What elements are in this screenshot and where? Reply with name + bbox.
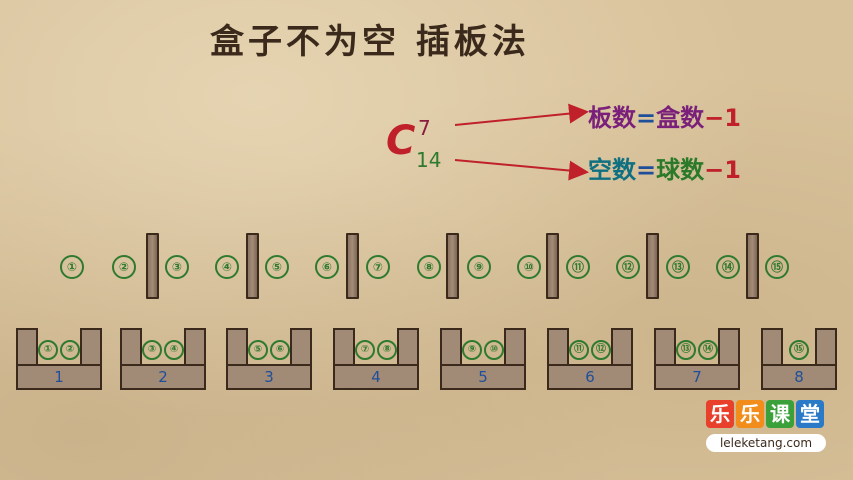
plank-3 bbox=[346, 233, 359, 299]
ball-15: ⑮ bbox=[765, 255, 789, 279]
logo-char: 乐 bbox=[736, 400, 764, 428]
formula2-eq: = bbox=[636, 156, 657, 184]
ball-14: ⑭ bbox=[716, 255, 740, 279]
combination-symbol: C bbox=[386, 118, 416, 164]
combination-subscript: 14 bbox=[416, 148, 442, 172]
ball-13: ⑬ bbox=[666, 255, 690, 279]
formula2-lhs: 空数 bbox=[588, 156, 636, 184]
box-number: 7 bbox=[654, 364, 740, 390]
formula2-minus: −1 bbox=[704, 156, 741, 184]
box-ball: ⑭ bbox=[698, 340, 718, 360]
ball-4: ④ bbox=[215, 255, 239, 279]
ball-1: ① bbox=[60, 255, 84, 279]
plank-2 bbox=[246, 233, 259, 299]
arrow-to-superscript bbox=[454, 103, 589, 126]
box-ball: ⑮ bbox=[789, 340, 809, 360]
box-number: 1 bbox=[16, 364, 102, 390]
box-number: 3 bbox=[226, 364, 312, 390]
ball-3: ③ bbox=[165, 255, 189, 279]
box-number: 4 bbox=[333, 364, 419, 390]
plank-7 bbox=[746, 233, 759, 299]
ball-8: ⑧ bbox=[417, 255, 441, 279]
box-number: 2 bbox=[120, 364, 206, 390]
plank-4 bbox=[446, 233, 459, 299]
formula1-rhs: 盒数 bbox=[656, 104, 705, 132]
box-ball: ⑬ bbox=[676, 340, 696, 360]
box-ball: ⑩ bbox=[484, 340, 504, 360]
formula1-eq: = bbox=[636, 104, 657, 132]
leleketang-logo: 乐 乐 课 堂 leleketang.com bbox=[706, 400, 830, 456]
plank-1 bbox=[146, 233, 159, 299]
page-title: 盒子不为空 插板法 bbox=[210, 22, 530, 62]
box-ball: ⑪ bbox=[569, 340, 589, 360]
logo-char: 乐 bbox=[706, 400, 734, 428]
box-ball: ④ bbox=[164, 340, 184, 360]
logo-url: leleketang.com bbox=[706, 434, 826, 452]
box-ball: ⑥ bbox=[270, 340, 290, 360]
ball-2: ② bbox=[112, 255, 136, 279]
logo-char: 堂 bbox=[796, 400, 824, 428]
ball-6: ⑥ bbox=[315, 255, 339, 279]
arrow-to-subscript bbox=[454, 159, 589, 181]
box-ball: ③ bbox=[142, 340, 162, 360]
box-number: 8 bbox=[761, 364, 837, 390]
ball-12: ⑫ bbox=[616, 255, 640, 279]
box-ball: ⑤ bbox=[248, 340, 268, 360]
box-number: 5 bbox=[440, 364, 526, 390]
ball-7: ⑦ bbox=[366, 255, 390, 279]
box-ball: ① bbox=[38, 340, 58, 360]
formula1-lhs: 板数 bbox=[588, 104, 636, 132]
box-number: 6 bbox=[547, 364, 633, 390]
box-ball: ⑫ bbox=[591, 340, 611, 360]
formula2-rhs: 球数 bbox=[656, 156, 705, 184]
formula-gaps: 空数=球数−1 bbox=[588, 150, 741, 185]
formula1-minus: −1 bbox=[704, 104, 741, 132]
ball-9: ⑨ bbox=[467, 255, 491, 279]
plank-6 bbox=[646, 233, 659, 299]
combination-superscript: 7 bbox=[418, 116, 431, 140]
ball-5: ⑤ bbox=[265, 255, 289, 279]
formula-planks: 板数=盒数−1 bbox=[588, 98, 741, 133]
combination-formula: C 7 14 bbox=[386, 116, 446, 178]
logo-char: 课 bbox=[766, 400, 794, 428]
box-ball: ⑦ bbox=[355, 340, 375, 360]
ball-11: ⑪ bbox=[566, 255, 590, 279]
plank-5 bbox=[546, 233, 559, 299]
box-ball: ⑧ bbox=[377, 340, 397, 360]
box-ball: ② bbox=[60, 340, 80, 360]
box-ball: ⑨ bbox=[462, 340, 482, 360]
ball-10: ⑩ bbox=[517, 255, 541, 279]
